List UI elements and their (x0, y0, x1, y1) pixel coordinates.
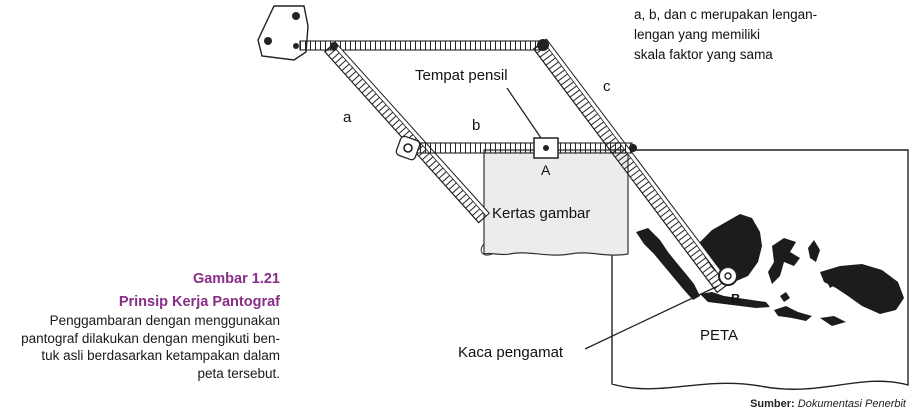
arm-c-label: c (603, 78, 611, 95)
viewer-glass-label: Kaca pengamat (458, 344, 564, 361)
figure-number: Gambar 1.21 (192, 271, 280, 287)
source-credit: Sumber: Dokumentasi Penerbit (750, 398, 906, 410)
arm-a (323, 41, 490, 224)
source-prefix: Sumber: (750, 398, 795, 410)
description-line: pantograf dilakukan dengan mengikuti ben… (21, 330, 280, 346)
drawing-paper (483, 149, 629, 256)
map-label: PETA (700, 327, 738, 344)
scale-note: a, b, dan c merupakan lengan- lengan yan… (634, 5, 817, 65)
drawing-paper-label: Kertas gambar (492, 205, 590, 222)
paper-curl (480, 243, 493, 256)
figure-title: Prinsip Kerja Pantograf (118, 294, 280, 310)
source-name: Dokumentasi Penerbit (797, 398, 906, 410)
description-line: Penggambaran dengan menggunakan (49, 313, 280, 328)
description-line: tuk asli berdasarkan ketampakan dalam (41, 348, 280, 363)
description-line: peta tersebut. (197, 365, 280, 381)
indonesia-map (636, 214, 904, 326)
pencil-holder-a (506, 87, 559, 159)
point-a-label: A (541, 162, 551, 178)
scale-note-line: skala faktor yang sama (634, 47, 773, 62)
fixed-pivot-bracket (257, 5, 309, 61)
point-b-label: B (731, 291, 740, 306)
arm-a-label: a (343, 109, 352, 126)
figure-caption: Gambar 1.21 Prinsip Kerja Pantograf Peng… (18, 270, 280, 382)
map-sheet (611, 149, 909, 390)
viewer-glass-b (584, 266, 738, 350)
scale-note-line: a, b, dan c merupakan lengan- (634, 7, 818, 22)
arm-b-label: b (472, 117, 480, 134)
pencil-holder-label: Tempat pensil (415, 67, 508, 84)
figure-description: Penggambaran dengan menggunakan pantogra… (18, 312, 280, 382)
scale-note-line: lengan yang memiliki (634, 27, 761, 42)
arm-b (409, 142, 633, 154)
pivot-joints (330, 39, 637, 161)
